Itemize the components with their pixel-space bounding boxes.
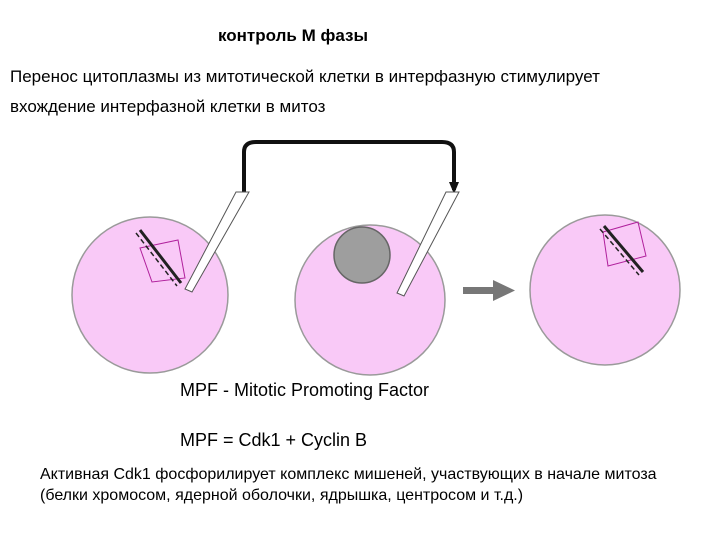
mitotic-donor-cell	[71, 216, 229, 374]
cell-body	[294, 224, 446, 376]
nucleus	[333, 226, 391, 284]
cell-body	[529, 214, 681, 366]
cdk1-note: Активная Cdk1 фосфорилирует комплекс миш…	[40, 466, 657, 504]
mitotic-result-cell	[529, 214, 681, 366]
page-title: контроль М фазы	[218, 26, 368, 45]
interphase-recipient-cell	[294, 224, 446, 376]
micropipette-icon	[184, 140, 460, 297]
cell-body	[71, 216, 229, 374]
right-arrow-icon	[463, 280, 515, 301]
intro-line-1: Перенос цитоплазмы из митотической клетк…	[10, 67, 600, 86]
mpf-formula: MPF = Cdk1 + Cyclin B	[180, 430, 368, 450]
mpf-definition: MPF - Mitotic Promoting Factor	[180, 380, 430, 400]
spindle-icon	[135, 229, 186, 287]
intro-line-2: вхождение интерфазной клетки в митоз	[10, 97, 326, 116]
spindle-icon	[599, 221, 647, 276]
